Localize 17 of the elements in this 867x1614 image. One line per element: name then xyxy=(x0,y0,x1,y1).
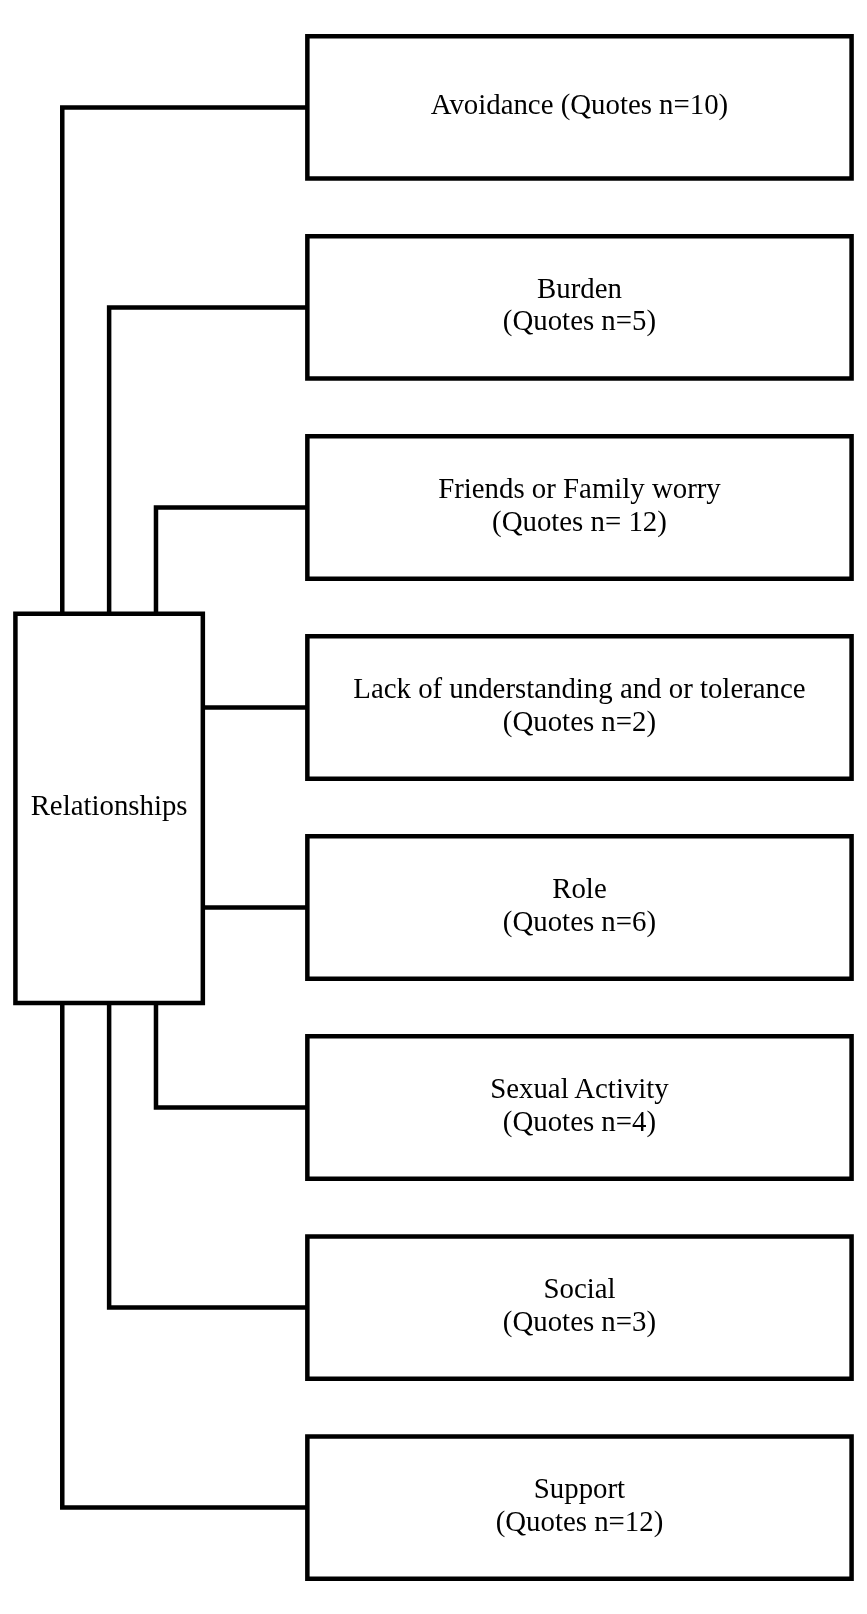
connector xyxy=(153,504,308,614)
node-box: Friends or Family worry (Quotes n= 12) xyxy=(305,433,854,581)
connector xyxy=(153,1003,308,1110)
node-box: Relationships xyxy=(13,611,206,1005)
node-box: Sexual Activity (Quotes n=4) xyxy=(305,1033,854,1181)
node-box: Role (Quotes n=6) xyxy=(305,833,854,981)
node-box: Avoidance (Quotes n=10) xyxy=(305,33,854,181)
connector xyxy=(60,104,308,614)
node-box: Burden (Quotes n=5) xyxy=(305,233,854,381)
connector xyxy=(203,904,308,910)
connector xyxy=(106,304,308,613)
connector xyxy=(106,1003,308,1310)
node-box: Lack of understanding and or tolerance (Quotes n=2) xyxy=(305,633,854,781)
connector xyxy=(203,704,308,710)
connector xyxy=(60,1002,308,1510)
node-box: Social (Quotes n=3) xyxy=(305,1233,854,1381)
node-box: Support (Quotes n=12) xyxy=(305,1433,854,1581)
